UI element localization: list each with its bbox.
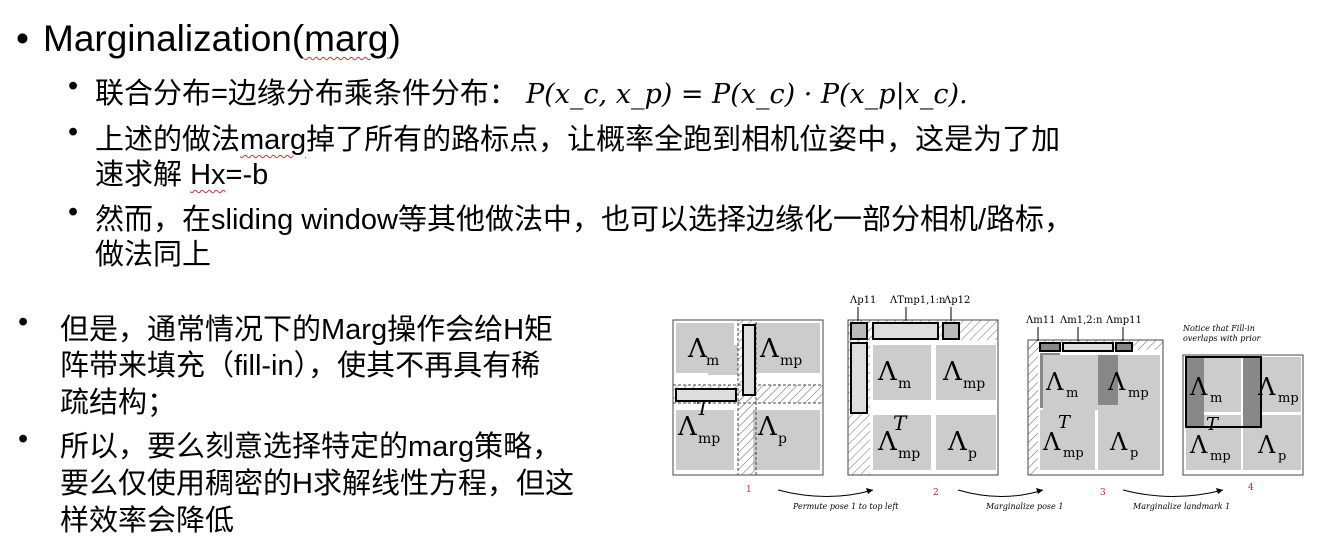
svg-text:Λ: Λ — [942, 357, 963, 387]
svg-text:mp: mp — [1278, 391, 1299, 406]
sub2-line2-b: Hx — [190, 159, 226, 191]
svg-text:Λ: Λ — [759, 334, 780, 364]
step-number-3: 3 — [1100, 488, 1106, 498]
sub2-line2: 速求解 Hx=-b — [95, 151, 268, 193]
arrow-caption-3: Marginalize landmark 1 — [1132, 502, 1230, 511]
svg-text:Λ: Λ — [877, 357, 898, 387]
svg-text:T: T — [893, 411, 908, 435]
svg-text:Λ: Λ — [947, 427, 968, 457]
svg-text:mp: mp — [698, 431, 720, 447]
left-bullet-2-line3: 样效率会降低 — [60, 505, 235, 537]
sub2-line1: 上述的做法marg掉了所有的路标点，让概率全跑到相机位姿中，这是为了加 — [95, 116, 1060, 158]
svg-text:Λ: Λ — [677, 412, 698, 442]
svg-text:mp: mp — [1128, 386, 1149, 401]
sub1-bullet: • — [68, 70, 79, 102]
svg-text:p: p — [778, 431, 787, 447]
sub3-line2: 做法同上 — [95, 239, 212, 271]
heading-text-c: ) — [388, 18, 401, 59]
sub1-label: 联合分布=边缘分布乘条件分布： — [95, 78, 518, 110]
sub2-line2-c: =-b — [225, 159, 269, 191]
svg-text:Λ: Λ — [1107, 368, 1126, 396]
svg-text:Λ: Λ — [1109, 428, 1128, 456]
matrix-2: Λ m Λ mp Λ mp T Λ p Λp11 ΛTmp1,1:n Λp12 — [847, 295, 999, 476]
svg-text:mp: mp — [963, 376, 985, 392]
marginalization-figure: Λ m Λ mp Λ mp T Λ p Λ m Λ mp Λ mp T Λ p … — [672, 295, 1304, 511]
left-bullet-2-line1: 所以，要么刻意选择特定的marg策略， — [60, 431, 562, 463]
svg-text:mp: mp — [780, 353, 802, 369]
slide-heading: Marginalization(marg) — [43, 18, 401, 60]
svg-text:m: m — [1210, 391, 1222, 406]
arrow-caption-2: Marginalize pose 1 — [985, 502, 1063, 511]
svg-text:T: T — [1058, 412, 1072, 433]
svg-text:Λ: Λ — [877, 427, 898, 457]
svg-text:m: m — [1066, 386, 1078, 401]
svg-text:m: m — [898, 376, 911, 392]
sub1-text: 联合分布=边缘分布乘条件分布： P(x_c, x_p) = P(x_c) · P… — [95, 70, 968, 112]
fill-in-note-1: Notice that Fill-in — [1182, 324, 1255, 333]
m3-top-label-3: Λmp11 — [1105, 315, 1142, 326]
arrow-1 — [777, 489, 874, 497]
sub3-bullet: • — [68, 196, 79, 228]
m3-top-label-2: Λm1,2:n — [1059, 315, 1103, 326]
sub2-line2-a: 速求解 — [95, 159, 191, 191]
svg-text:mp: mp — [1063, 446, 1084, 461]
svg-text:Λ: Λ — [1042, 428, 1061, 456]
matrix-3: Λ m Λ mp Λ mp T Λ p Λm11 Λm1,2:n Λmp11 — [1025, 315, 1164, 476]
svg-text:p: p — [1278, 449, 1286, 464]
sub2-line1-a: 上述的做法 — [95, 124, 241, 156]
svg-text:Λ: Λ — [1189, 373, 1208, 401]
m2-top-label-2: ΛTmp1,1:n — [889, 295, 946, 306]
heading-text-b: marg — [304, 18, 389, 59]
sub2-bullet: • — [68, 116, 79, 148]
fill-in-note-2: overlaps with prior — [1183, 334, 1262, 343]
arrow-caption-1: Permute pose 1 to top left — [792, 502, 899, 511]
arrow-3 — [1122, 489, 1224, 497]
svg-text:p: p — [968, 446, 977, 462]
sub1-formula: P(x_c, x_p) = P(x_c) · P(x_p|x_c). — [526, 79, 968, 110]
svg-text:T: T — [1206, 414, 1220, 435]
left-bullet-1-line2: 阵带来填充（fill-in），使其不再具有稀 — [60, 350, 541, 382]
svg-text:p: p — [1130, 446, 1138, 461]
heading-bullet: • — [16, 18, 29, 59]
step-number-2: 2 — [933, 488, 939, 498]
sub2-line1-b: marg — [240, 124, 307, 156]
left-bullet-1-line3: 疏结构； — [60, 387, 177, 419]
svg-text:mp: mp — [1210, 449, 1231, 464]
svg-text:Λ: Λ — [1257, 431, 1276, 459]
left-bullet-1-dot: • — [18, 306, 29, 338]
svg-text:mp: mp — [898, 446, 920, 462]
left-bullet-2-line2: 要么仅使用稠密的H求解线性方程，但这 — [60, 468, 574, 500]
matrix-4: Λ m Λ mp Λ mp T Λ p Notice that Fill-in … — [1182, 324, 1304, 476]
svg-text:Λ: Λ — [1045, 368, 1064, 396]
left-bullet-2-dot: • — [18, 423, 29, 455]
arrow-2 — [957, 489, 1044, 497]
svg-text:m: m — [706, 353, 719, 369]
m3-top-label-1: Λm11 — [1025, 315, 1055, 326]
m1-lambda-m: Λ — [687, 334, 708, 364]
step-number-4: 4 — [1248, 483, 1254, 493]
svg-text:Λ: Λ — [757, 412, 778, 442]
m2-top-label-3: Λp12 — [943, 295, 970, 306]
sub3-line1: 然而，在sliding window等其他做法中，也可以选择边缘化一部分相机/路… — [95, 204, 1074, 236]
svg-text:T: T — [696, 396, 711, 420]
heading-text-a: Marginalization( — [43, 18, 305, 59]
svg-text:Λ: Λ — [1189, 431, 1208, 459]
m2-top-label-1: Λp11 — [849, 295, 876, 306]
sub2-line1-c: 掉了所有的路标点，让概率全跑到相机位姿中，这是为了加 — [306, 124, 1061, 156]
svg-text:Λ: Λ — [1257, 373, 1276, 401]
matrix-1: Λ m Λ mp Λ mp T Λ p — [672, 319, 824, 476]
step-number-1: 1 — [746, 485, 752, 495]
left-bullet-1-line1: 但是，通常情况下的Marg操作会给H矩 — [60, 314, 554, 346]
